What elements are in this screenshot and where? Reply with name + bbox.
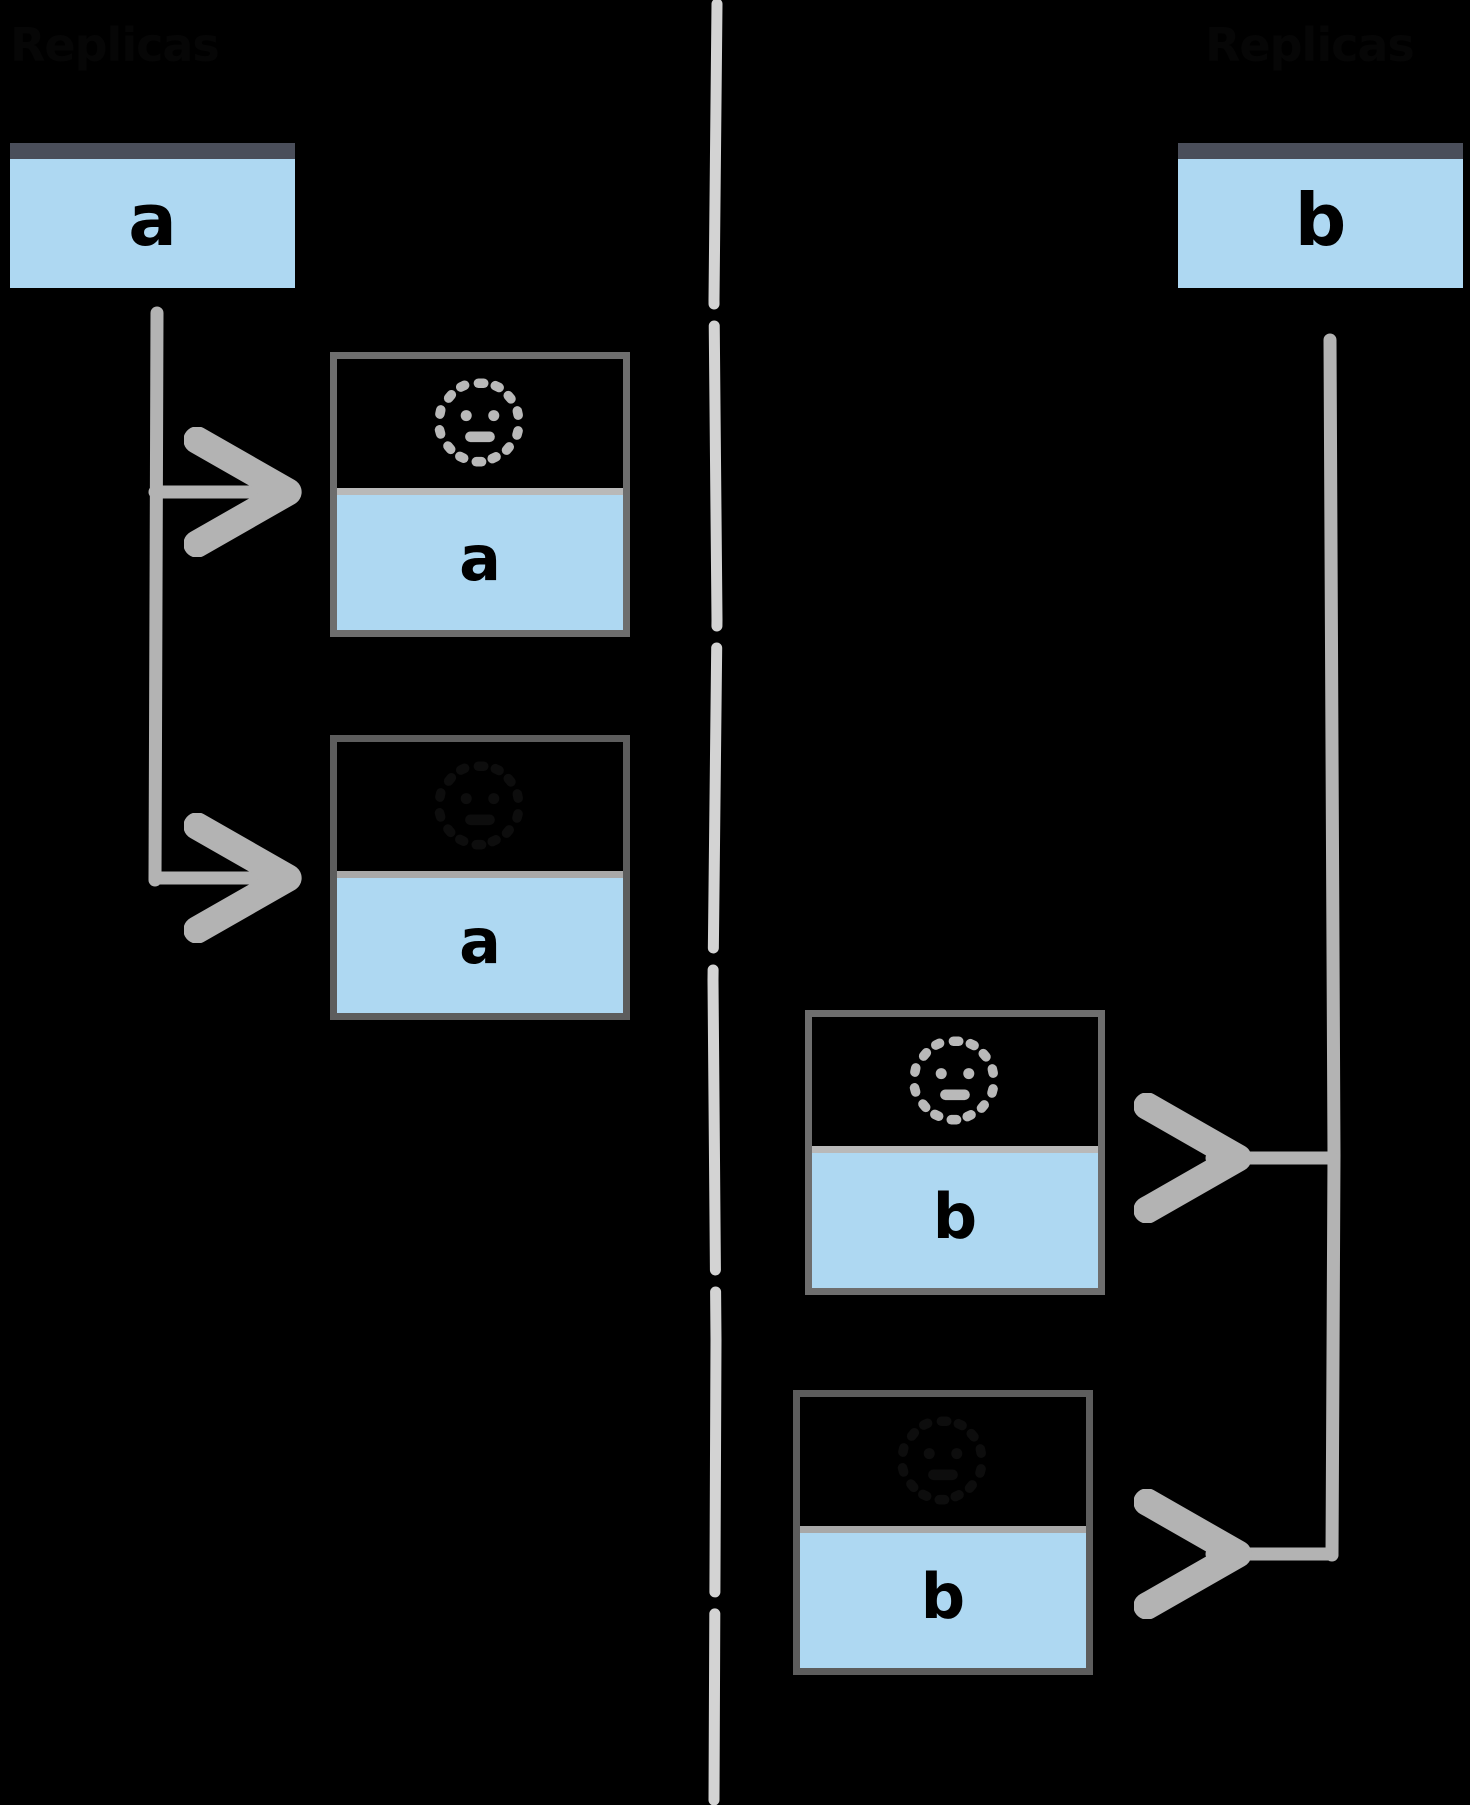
node-a1-icon-area (337, 359, 623, 495)
node-b1-label: b (932, 1180, 978, 1254)
right-header-card-label: b (1294, 177, 1347, 262)
node-a1-label-area: a (337, 494, 623, 630)
right-header-card-body: b (1178, 159, 1463, 288)
dotted-face-icon (897, 1416, 986, 1505)
edge-right-trunk (1323, 333, 1341, 1562)
node-a2-label-area: a (337, 877, 623, 1013)
node-card-a1[interactable]: a (330, 352, 630, 637)
dotted-face-icon (434, 378, 523, 467)
node-b1-icon-area (812, 1017, 1098, 1153)
dotted-face-icon (434, 761, 523, 850)
node-a2-icon-area (337, 742, 623, 878)
node-a2-label: a (459, 905, 501, 979)
node-a1-label: a (459, 522, 501, 596)
right-header-card[interactable]: b (1178, 143, 1463, 288)
left-header-card-body: a (10, 159, 295, 288)
left-column-title: Replicas (10, 18, 220, 72)
dotted-face-icon (909, 1036, 998, 1125)
node-b2-label: b (920, 1560, 966, 1634)
edge-left-trunk (148, 306, 164, 887)
node-b2-icon-area (800, 1397, 1086, 1533)
left-header-card[interactable]: a (10, 143, 295, 288)
node-b1-label-area: b (812, 1152, 1098, 1288)
left-header-card-bar (10, 143, 295, 159)
left-header-card-label: a (128, 177, 177, 262)
right-column-title: Replicas (1205, 18, 1415, 72)
right-header-card-bar (1178, 143, 1463, 159)
node-card-a2[interactable]: a (330, 735, 630, 1020)
node-card-b2[interactable]: b (793, 1390, 1093, 1675)
node-card-b1[interactable]: b (805, 1010, 1105, 1295)
column-divider (707, 0, 723, 1805)
node-b2-label-area: b (800, 1532, 1086, 1668)
